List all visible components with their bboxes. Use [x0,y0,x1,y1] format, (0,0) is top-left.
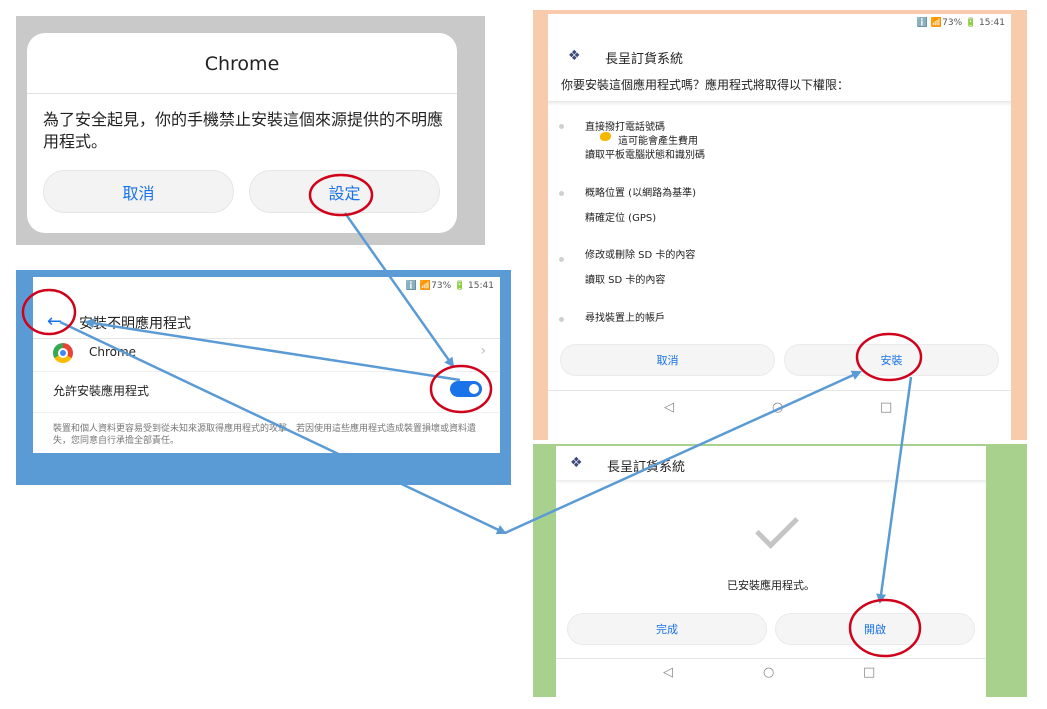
install-button[interactable]: 安裝 [784,344,999,376]
permission-item: 讀取 SD 卡的內容 [585,275,666,286]
dialog-title: Chrome [204,53,280,75]
dialog-message: 為了安全起見，你的手機禁止安裝這個來源提供的不明應用程式。 [43,110,444,151]
charge-warning-icon [600,132,611,141]
installed-message: 已安裝應用程式。 [727,579,815,592]
page-title: 安裝不明應用程式 [79,316,191,332]
checkmark-icon [755,505,799,549]
bullet [559,191,564,196]
permission-item: 精確定位 (GPS) [585,213,657,224]
installed-screen: ❖ 長呈訂貨系統 已安裝應用程式。 完成 開啟 ◁ ○ □ [556,446,986,697]
app-logo-icon: ❖ [568,48,581,64]
status-bar: ℹ️ 📶73% 🔋 15:41 [916,18,1005,28]
allow-install-toggle[interactable] [450,381,482,397]
chrome-icon [53,343,73,363]
app-name[interactable]: Chrome [89,345,137,359]
app-logo-icon: ❖ [570,455,583,471]
nav-divider [556,658,986,659]
back-arrow-icon[interactable]: ← [47,311,63,332]
nav-home-icon[interactable]: ○ [763,665,775,680]
nav-back-icon[interactable]: ◁ [663,665,673,680]
cancel-button[interactable]: 取消 [43,170,234,213]
install-screen: ℹ️ 📶73% 🔋 15:41 ❖ 長呈訂貨系統 你要安裝這個應用程式嗎？應用程… [548,14,1011,440]
install-permissions-panel: ℹ️ 📶73% 🔋 15:41 ❖ 長呈訂貨系統 你要安裝這個應用程式嗎？應用程… [533,10,1027,440]
app-title: 長呈訂貨系統 [607,460,686,475]
chevron-right-icon: › [480,343,486,359]
unknown-apps-settings-panel: ℹ️ 📶73% 🔋 15:41 ← 安裝不明應用程式 Chrome › 允許安裝… [16,270,511,485]
header-shadow [548,101,1011,106]
chrome-dialog-panel: Chrome 為了安全起見，你的手機禁止安裝這個來源提供的不明應用程式。 取消 … [16,16,485,245]
bullet [559,317,564,322]
app-title: 長呈訂貨系統 [605,52,684,67]
header-divider [33,338,500,339]
chrome-dialog: Chrome 為了安全起見，你的手機禁止安裝這個來源提供的不明應用程式。 取消 … [27,33,457,233]
nav-divider [548,390,1011,391]
bullet [559,257,564,262]
nav-recent-icon[interactable]: □ [880,400,893,415]
cancel-button[interactable]: 取消 [560,344,775,376]
done-button[interactable]: 完成 [567,613,767,645]
nav-recent-icon[interactable]: □ [863,665,876,680]
bullet [559,124,564,129]
nav-back-icon[interactable]: ◁ [664,400,674,415]
security-warning: 裝置和個人資料更容易受到從未知來源取得應用程式的攻擊。若因使用這些應用程式造成裝… [53,424,477,446]
permission-item: 讀取平板電腦狀態和識別碼 [585,150,705,161]
permission-item: 概略位置 (以網路為基準) [585,188,696,199]
permission-item: 直接撥打電話號碼 [585,122,665,133]
install-question: 你要安裝這個應用程式嗎？應用程式將取得以下權限： [561,78,850,92]
settings-screen: ℹ️ 📶73% 🔋 15:41 ← 安裝不明應用程式 Chrome › 允許安裝… [33,277,500,453]
open-button[interactable]: 開啟 [775,613,975,645]
dialog-divider [27,93,457,94]
installed-panel: ❖ 長呈訂貨系統 已安裝應用程式。 完成 開啟 ◁ ○ □ [533,444,1027,697]
header-shadow [556,480,986,484]
permission-item: 修改或刪除 SD 卡的內容 [585,250,696,261]
row-divider [33,371,500,372]
allow-install-label: 允許安裝應用程式 [53,384,150,398]
nav-home-icon[interactable]: ○ [772,400,784,415]
status-bar: ℹ️ 📶73% 🔋 15:41 [405,281,494,291]
row-divider [33,412,500,413]
permission-note: 這可能會產生費用 [618,136,698,147]
settings-button[interactable]: 設定 [249,170,440,213]
permission-item: 尋找裝置上的帳戶 [585,313,665,324]
